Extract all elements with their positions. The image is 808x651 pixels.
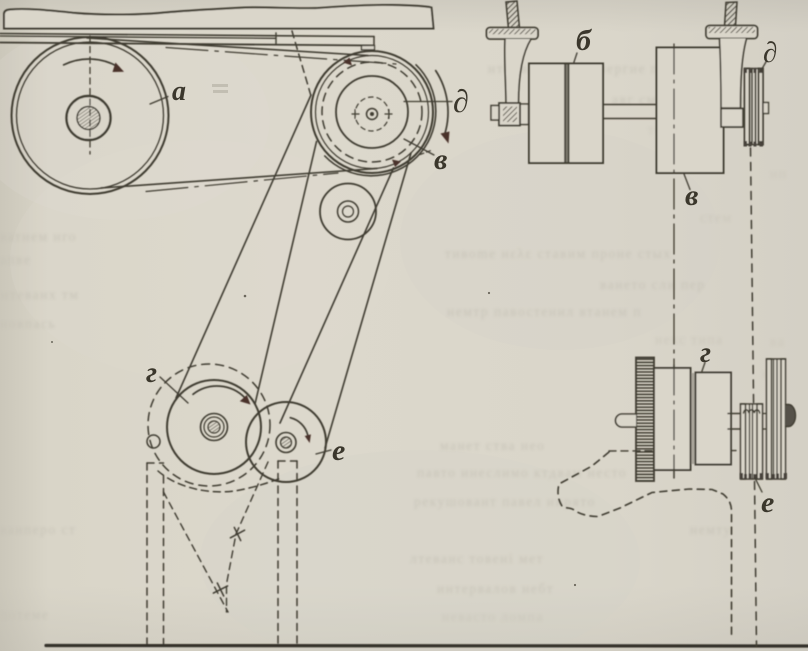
svg-text:интервалов небт: интервалов небт (437, 581, 554, 596)
svg-text:апве: апве (0, 252, 31, 267)
svg-text:нп: нп (770, 166, 787, 181)
svg-text:г: г (700, 336, 711, 369)
svg-text:е: е (332, 434, 345, 467)
svg-text:некс типа: некс типа (655, 332, 724, 347)
svg-text:∂: ∂ (763, 37, 777, 69)
svg-text:стем: стем (700, 210, 732, 225)
svg-text:б: б (576, 24, 592, 57)
svg-text:ва: ва (770, 334, 785, 349)
svg-text:потеме: потеме (0, 607, 49, 622)
svg-text:невасто ломпа: невасто ломпа (442, 609, 544, 624)
svg-text:немту: немту (690, 522, 732, 537)
svg-text:в: в (434, 143, 447, 176)
svg-text:мтеванх тм: мтеванх тм (0, 287, 79, 302)
svg-text:павто инеслимо ктдвам несто: павто инеслимо ктдвам несто (417, 465, 627, 480)
svg-text:е: е (761, 486, 774, 519)
svg-text:тивоme нελε ставим проне стых: тивоme нελε ставим проне стых (445, 246, 672, 261)
svg-text:ватнем нго: ватнем нго (0, 229, 77, 244)
svg-text:в: в (685, 179, 698, 212)
svg-text:∂: ∂ (453, 83, 469, 119)
svg-text:лтеванс товені мет: лтеванс товені мет (410, 551, 544, 566)
svg-text:манет ства нео: манет ства нео (440, 438, 545, 453)
svg-text:новпась: новпась (0, 316, 56, 331)
svg-text:а: а (172, 76, 186, 107)
svg-text:немтр павостенил втанем п: немтр павостенил втанем п (447, 304, 642, 319)
svg-text:рекушовант павел инрято: рекушовант павел инрято (414, 494, 596, 509)
svg-text:ванперо ст: ванперо ст (0, 522, 76, 537)
svg-text:ването сли пер: ването сли пер (600, 277, 706, 292)
svg-text:г: г (146, 356, 157, 389)
